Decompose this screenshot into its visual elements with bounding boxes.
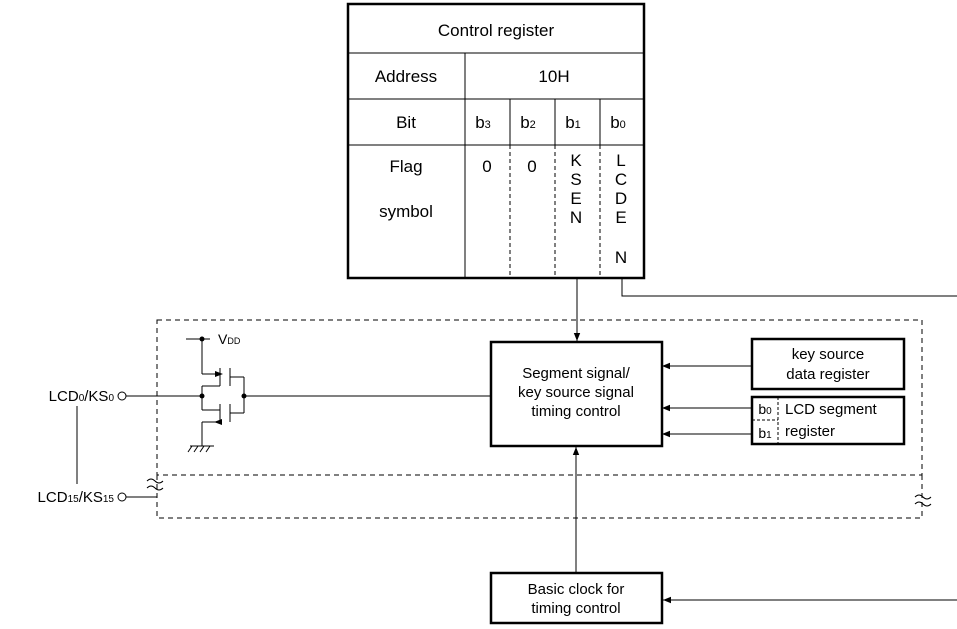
key-source-data-register [750, 337, 906, 391]
lcden-letter: D [615, 189, 627, 208]
break-symbol-right [914, 494, 932, 507]
pin15-label: LCD15/KS15 [38, 489, 115, 506]
control-register-table: Control register Address 10H Bit b3 b2 b… [346, 2, 646, 280]
nmos-arrow-icon [214, 419, 222, 425]
lcden-letter: C [615, 170, 627, 189]
address-label: Address [375, 67, 437, 86]
ksen-letter: K [570, 151, 582, 170]
flag-label: Flag [389, 157, 422, 176]
pin15-terminal [117, 492, 127, 502]
pmos-arrow-icon [215, 371, 223, 377]
lcden-signal-line [621, 278, 957, 297]
bit-label: Bit [396, 113, 416, 132]
basic-clock-block [489, 571, 664, 625]
key-source-line2: data register [786, 366, 869, 383]
flag-ksen: K S E N [570, 151, 582, 227]
address-value: 10H [538, 67, 569, 86]
bit-b2: b2 [520, 113, 536, 132]
symbol-label: symbol [379, 202, 433, 221]
break-symbol-left [146, 478, 164, 491]
pin0-terminal [117, 391, 127, 401]
lcden-letter: E [615, 208, 626, 227]
lcden-letter: L [616, 151, 625, 170]
bit-b3: b3 [475, 113, 491, 132]
flag-b3-value: 0 [482, 157, 491, 176]
lcd-segment-line2: register [785, 423, 835, 440]
flag-b2-value: 0 [527, 157, 536, 176]
transistor-circuit [186, 338, 245, 453]
lcden-letter: N [615, 248, 627, 267]
bit-b0: b0 [610, 113, 626, 132]
ksen-letter: N [570, 208, 582, 227]
timing-control-line1: Segment signal/ [522, 365, 630, 382]
key-source-line1: key source [792, 346, 865, 363]
ksen-letter: S [570, 170, 581, 189]
segment-frame-15 [156, 475, 923, 519]
basic-clock-line1: Basic clock for [528, 581, 625, 598]
timing-control-block [489, 340, 664, 448]
segment-frame-0 [156, 319, 923, 476]
lcd-segment-b1: b1 [758, 425, 772, 441]
timing-control-line2: key source signal [518, 384, 634, 401]
lcd-segment-line1: LCD segment [785, 401, 878, 418]
vdd-node [199, 336, 205, 342]
ksen-letter: E [570, 189, 581, 208]
vdd-label: VDD [218, 331, 241, 347]
lcd-segment-b0: b0 [758, 401, 772, 417]
flag-lcden: L C D E N [615, 151, 627, 267]
timing-control-line3: timing control [531, 403, 620, 420]
basic-clock-line2: timing control [531, 600, 620, 617]
pin0-label: LCD0/KS0 [49, 388, 115, 405]
bit-b1: b1 [565, 113, 581, 132]
register-title: Control register [438, 21, 555, 40]
